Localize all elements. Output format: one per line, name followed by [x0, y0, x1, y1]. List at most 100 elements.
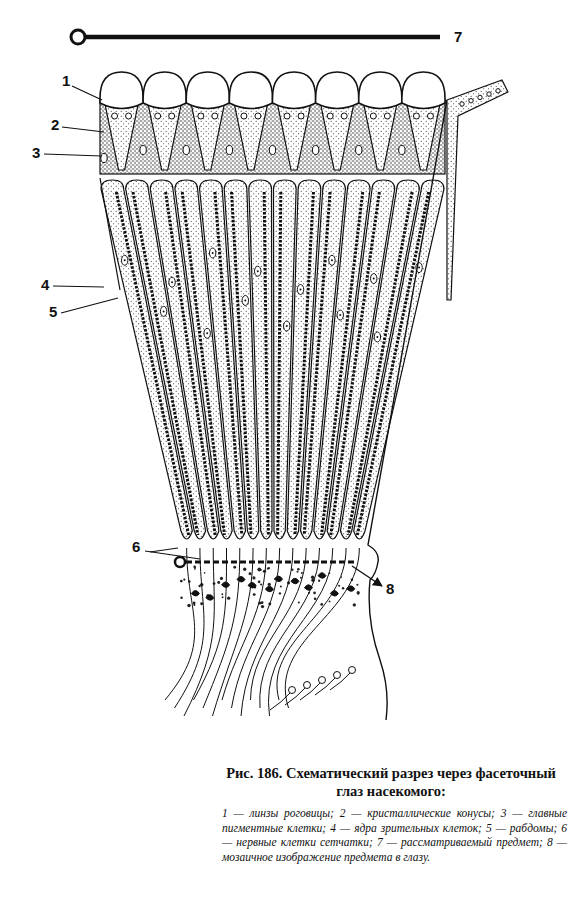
nerve-dot [357, 593, 359, 595]
leader-line [61, 298, 118, 313]
cone-nucleus [384, 113, 390, 119]
cell-nucleus [209, 248, 215, 258]
nerve-cell [191, 590, 199, 596]
cone-nucleus [155, 113, 161, 119]
rhabdom [264, 192, 268, 535]
rhabdom [232, 192, 252, 535]
nerve-dot [313, 592, 316, 595]
nerve-cell [248, 582, 256, 588]
nerve-dot [279, 592, 281, 594]
crystalline-cone [407, 104, 440, 170]
nerve-dot [198, 585, 200, 587]
pigment-band [100, 100, 445, 174]
cone-nucleus [126, 113, 132, 119]
cone-nucleus [241, 113, 247, 119]
nerve-dot [320, 603, 323, 606]
nerve-cell [206, 595, 214, 601]
rhabdom [348, 192, 412, 535]
integument-nucleus [478, 95, 482, 99]
nerve-dot [356, 584, 358, 586]
cell-nucleus [297, 285, 303, 295]
integument-nucleus [496, 89, 500, 93]
pigment-nucleus [183, 146, 189, 155]
nerve-dot [260, 583, 262, 585]
nerve-dot [221, 593, 223, 595]
nucleolus [206, 332, 208, 334]
rhabdom [357, 192, 428, 535]
nerve-dot [193, 604, 195, 606]
cone-nucleus [169, 113, 175, 119]
corneal-lens [316, 72, 359, 109]
cone-nucleus [327, 113, 333, 119]
nerve-dot [311, 575, 315, 579]
nucleolus [339, 314, 341, 316]
corneal-lens [229, 72, 272, 109]
visual-cell [354, 180, 444, 539]
nucleolus [244, 299, 246, 301]
nerve-fiber [277, 548, 346, 700]
visual-cell [340, 180, 419, 539]
cone-nucleus [427, 113, 433, 119]
ganglion-axon [330, 673, 350, 690]
nerve-dot [329, 600, 331, 602]
mosaic-image [186, 561, 356, 564]
ganglion-cell [319, 677, 326, 684]
crystalline-cone [105, 104, 138, 170]
nucleolus [300, 289, 302, 291]
nucleolus [418, 267, 420, 269]
nerve-cell [318, 573, 326, 579]
crystalline-cone [148, 104, 181, 170]
nerve-fiber [175, 548, 204, 708]
nerve-fiber [194, 548, 227, 700]
callout-number: 7 [454, 28, 462, 46]
nerve-dot [297, 568, 300, 571]
leader-line [53, 286, 104, 287]
callout-number: 1 [62, 72, 70, 90]
nerve-dot [180, 597, 183, 600]
nerve-cell [237, 576, 245, 582]
retinula-cells [101, 180, 444, 539]
nerve-dot [204, 572, 206, 574]
cone-nucleus [370, 113, 376, 119]
crystalline-cone [234, 104, 267, 170]
leader-line [145, 551, 200, 559]
nerve-fiber [203, 548, 240, 708]
ganglion-cell [304, 682, 311, 689]
nucleolus [373, 278, 375, 280]
nerve-dot [220, 577, 223, 580]
integument [447, 80, 508, 300]
figure-key: 1 — линзы роговицы; 2 — кристаллические … [222, 806, 567, 864]
integument-nucleus [460, 102, 464, 106]
crystalline-cone [191, 104, 224, 170]
corneal-lens [402, 72, 445, 109]
leader-line [44, 154, 102, 156]
ganglion-axon [285, 688, 305, 705]
nucleolus [124, 259, 126, 261]
ganglion-cell [334, 672, 341, 679]
nerve-dot [318, 580, 320, 582]
cell-nucleus [374, 332, 380, 342]
nerve-fiber [251, 548, 307, 700]
nerve-cell [291, 578, 299, 584]
nerve-dot [217, 581, 220, 584]
rhabdom [166, 192, 216, 535]
rhabdom [182, 192, 224, 535]
nerve-dot [193, 566, 196, 569]
nerve-dot [187, 604, 191, 608]
cell-nucleus [329, 255, 335, 265]
nerve-dot [180, 580, 183, 583]
nerve-fiber [165, 548, 195, 700]
callout-number: 5 [49, 303, 57, 321]
left-border [100, 178, 178, 552]
integument-nucleus [487, 92, 491, 96]
nerve-dot [314, 598, 317, 601]
nerve-dot [298, 601, 300, 603]
nucleolus [212, 252, 214, 254]
nerve-cell [265, 586, 273, 592]
callout-number: 4 [41, 276, 49, 294]
crystalline-cone [364, 104, 397, 170]
corneal-lens [359, 72, 402, 109]
cell-nucleus [371, 274, 377, 284]
